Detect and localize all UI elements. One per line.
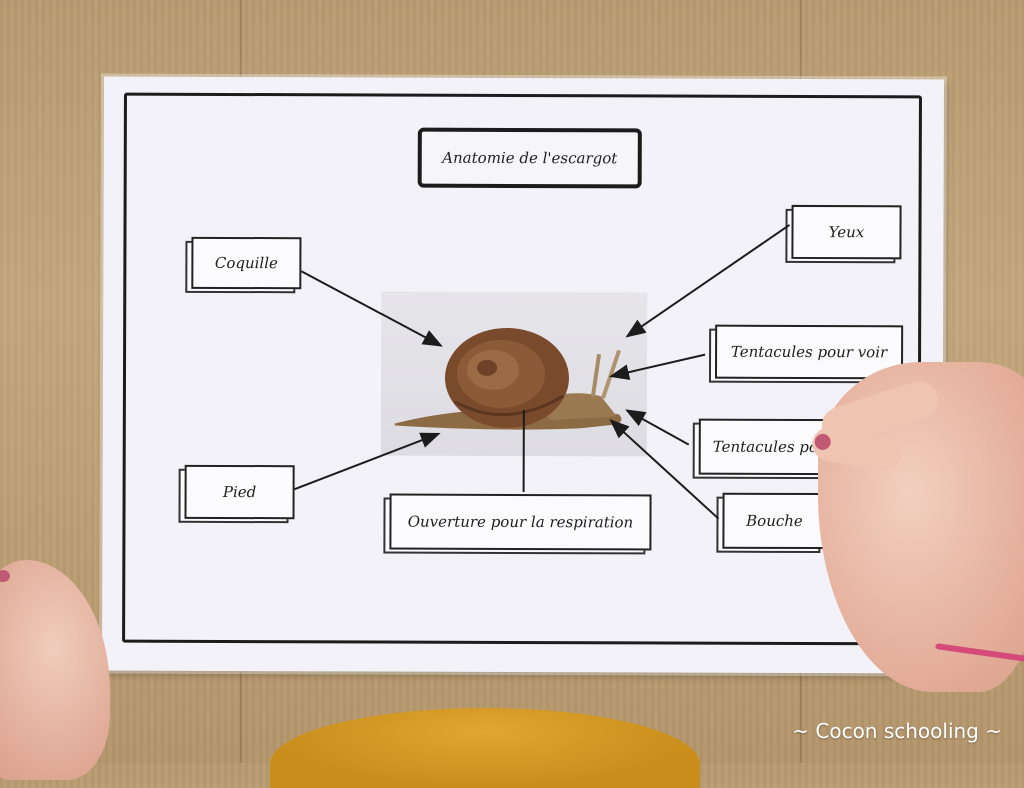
- fingernail: [0, 570, 10, 582]
- arrow-layer: [102, 77, 944, 674]
- child-left-hand: [0, 560, 110, 780]
- yellow-sleeve: [270, 708, 700, 788]
- arrow-pied: [295, 433, 439, 490]
- arrow-tentacules-sentir: [627, 410, 689, 444]
- fingernail: [813, 433, 832, 452]
- arrow-bouche: [611, 420, 719, 518]
- arrow-yeux: [627, 224, 789, 337]
- arrow-tentacules-voir: [611, 354, 705, 376]
- watermark: ~ Cocon schooling ~: [792, 719, 1002, 743]
- arrow-coquille: [301, 271, 441, 345]
- worksheet-sheet: Anatomie de l'escargot Coquille Pied Ouv…: [102, 77, 944, 674]
